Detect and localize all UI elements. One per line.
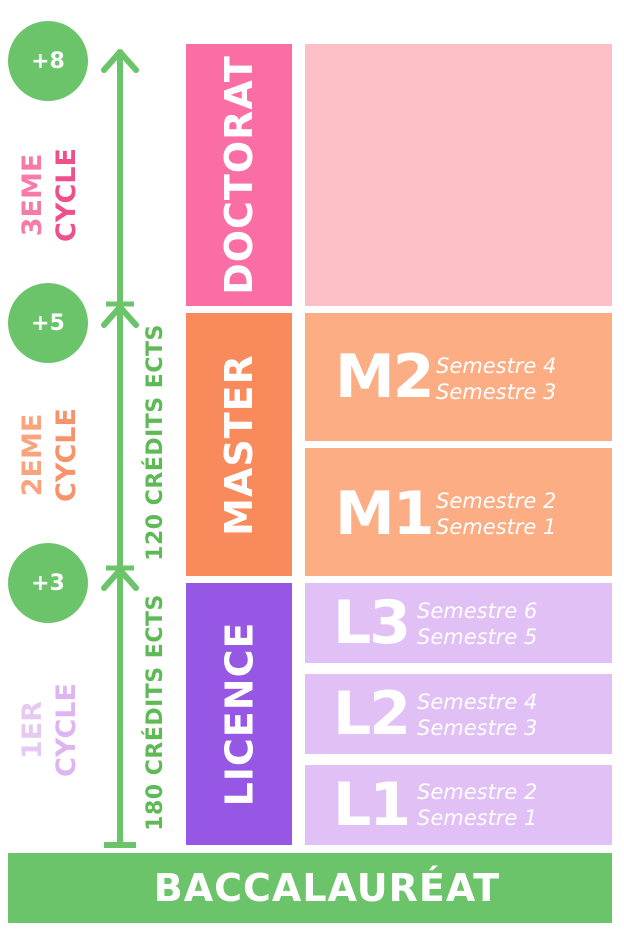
doctorat-area: [305, 44, 612, 306]
cycle-label-second: 2EME CYCLE: [0, 375, 100, 535]
year-code-l1: L1: [333, 770, 411, 840]
level-licence-label: LICENCE: [217, 621, 262, 807]
semester-label: Semestre 1: [417, 806, 538, 830]
credits-licence-label: 180 CRÉDITS ECTS: [132, 580, 178, 845]
cycle-third-line2: CYCLE: [51, 148, 82, 242]
cycle-second-line1: 2EME: [17, 413, 48, 497]
year-row-m2: M2 Semestre 4 Semestre 3: [305, 313, 612, 441]
year-row-l2: L2 Semestre 4 Semestre 3: [305, 674, 612, 754]
credits-master-label: 120 CRÉDITS ECTS: [132, 310, 178, 575]
year-code-l2: L2: [333, 679, 411, 749]
level-doctorat-label: DOCTORAT: [217, 55, 262, 295]
credits-licence-text: 180 CRÉDITS ECTS: [142, 594, 168, 831]
year-row-m1: M1 Semestre 2 Semestre 1: [305, 448, 612, 576]
cycle-label-third: 3EME CYCLE: [0, 115, 100, 275]
semester-label: Semestre 5: [417, 625, 538, 649]
cycle-label-first: 1ER CYCLE: [0, 650, 100, 810]
year-semesters-l2: Semestre 4 Semestre 3: [417, 689, 537, 741]
year-semesters-m2: Semestre 4 Semestre 3: [436, 353, 556, 405]
level-doctorat: DOCTORAT: [186, 44, 292, 306]
year-badge-plus5: +5: [8, 283, 88, 363]
level-licence: LICENCE: [186, 583, 292, 845]
semester-label: Semestre 4: [417, 690, 538, 714]
semester-label: Semestre 6: [417, 599, 538, 623]
year-code-m1: M1: [335, 479, 434, 549]
year-semesters-l3: Semestre 6 Semestre 5: [417, 598, 537, 650]
cycle-first-line1: 1ER: [17, 700, 48, 760]
semester-label: Semestre 4: [436, 354, 557, 378]
year-row-l3: L3 Semestre 6 Semestre 5: [305, 583, 612, 663]
baccalaureat-bar: BACCALAURÉAT: [8, 853, 612, 923]
timeline-arrow: [101, 49, 139, 848]
year-semesters-m1: Semestre 2 Semestre 1: [436, 488, 556, 540]
cycle-second-line2: CYCLE: [51, 408, 82, 502]
year-code-l3: L3: [333, 588, 411, 658]
semester-label: Semestre 2: [417, 780, 538, 804]
baccalaureat-label: BACCALAURÉAT: [153, 866, 501, 910]
semester-label: Semestre 3: [417, 716, 538, 740]
cycle-first-line2: CYCLE: [51, 683, 82, 777]
semester-label: Semestre 1: [436, 515, 557, 539]
level-master: MASTER: [186, 313, 292, 576]
credits-master-text: 120 CRÉDITS ECTS: [142, 324, 168, 561]
level-master-label: MASTER: [217, 353, 262, 536]
year-badge-plus8: +8: [8, 21, 88, 101]
year-row-l1: L1 Semestre 2 Semestre 1: [305, 765, 612, 845]
cycle-third-line1: 3EME: [17, 153, 48, 237]
year-semesters-l1: Semestre 2 Semestre 1: [417, 779, 537, 831]
semester-label: Semestre 2: [436, 489, 557, 513]
semester-label: Semestre 3: [436, 380, 557, 404]
year-code-m2: M2: [335, 342, 434, 412]
year-badge-plus3: +3: [8, 543, 88, 623]
